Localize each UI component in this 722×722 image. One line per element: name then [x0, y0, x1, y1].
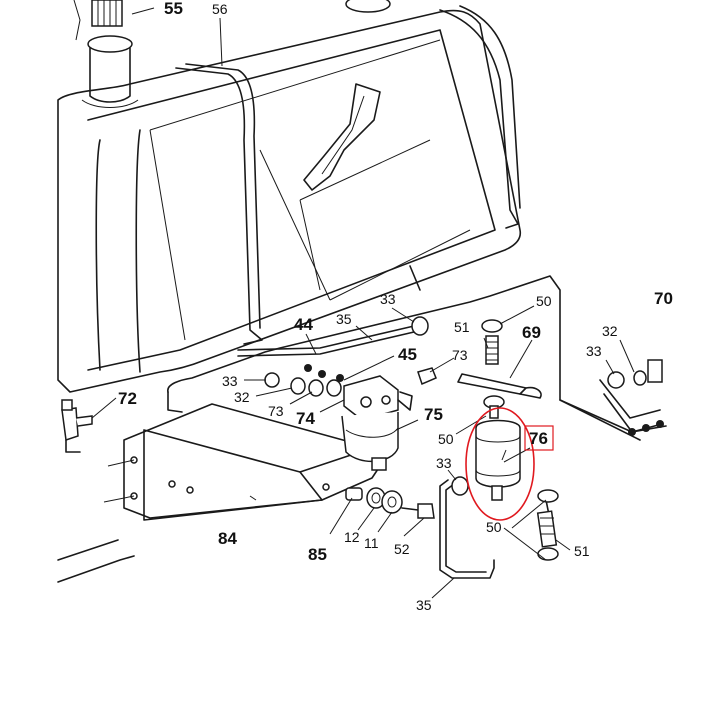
callout-45: 45 — [398, 345, 417, 364]
callout-74: 74 — [296, 409, 315, 428]
hose-clamp — [481, 319, 559, 561]
callout-50: 50 — [438, 431, 454, 447]
fuel-line — [237, 325, 663, 579]
callout-55: 55 — [164, 0, 183, 18]
callout-76: 76 — [529, 429, 548, 448]
callout-52: 52 — [394, 541, 410, 557]
fuel-tank — [57, 9, 522, 393]
callout-72: 72 — [118, 389, 137, 408]
tap-fitting — [61, 399, 93, 453]
callout-labels: 55 56 33 50 70 35 51 69 44 45 73 32 33 7… — [118, 0, 673, 613]
skid-plate — [103, 403, 385, 521]
filler-neck — [73, 0, 139, 108]
callout-33: 33 — [436, 455, 452, 471]
callout-50: 50 — [486, 519, 502, 535]
return-pipe — [559, 399, 667, 436]
callout-70: 70 — [654, 289, 673, 308]
callout-33: 33 — [586, 343, 602, 359]
callout-12: 12 — [344, 529, 360, 545]
callout-75: 75 — [424, 405, 443, 424]
line-clip — [411, 316, 663, 496]
callout-84: 84 — [218, 529, 237, 548]
callout-11: 11 — [364, 535, 379, 551]
fastener-set — [345, 487, 435, 519]
callout-73: 73 — [268, 403, 284, 419]
fuel-filter — [475, 405, 521, 501]
tank-strap — [175, 5, 521, 345]
banjo-fitting — [264, 364, 437, 397]
callout-33: 33 — [222, 373, 238, 389]
callout-32: 32 — [602, 323, 618, 339]
callout-44: 44 — [294, 315, 313, 334]
filter-strap — [457, 373, 542, 399]
callout-85: 85 — [308, 545, 327, 564]
callout-33: 33 — [380, 291, 396, 307]
part-76-highlight — [465, 407, 554, 521]
callout-51: 51 — [574, 543, 590, 559]
leader-lines — [91, 7, 635, 599]
callout-51: 51 — [454, 319, 470, 335]
callout-35: 35 — [336, 311, 352, 327]
callout-73: 73 — [452, 347, 468, 363]
frame-outline — [57, 265, 641, 583]
callout-69: 69 — [522, 323, 541, 342]
callout-32: 32 — [234, 389, 250, 405]
fuel-hose — [485, 335, 558, 548]
fuel-sender — [303, 0, 391, 191]
callout-35: 35 — [416, 597, 432, 613]
callout-56: 56 — [212, 1, 228, 17]
callout-50: 50 — [536, 293, 552, 309]
fuel-pump — [341, 375, 413, 471]
